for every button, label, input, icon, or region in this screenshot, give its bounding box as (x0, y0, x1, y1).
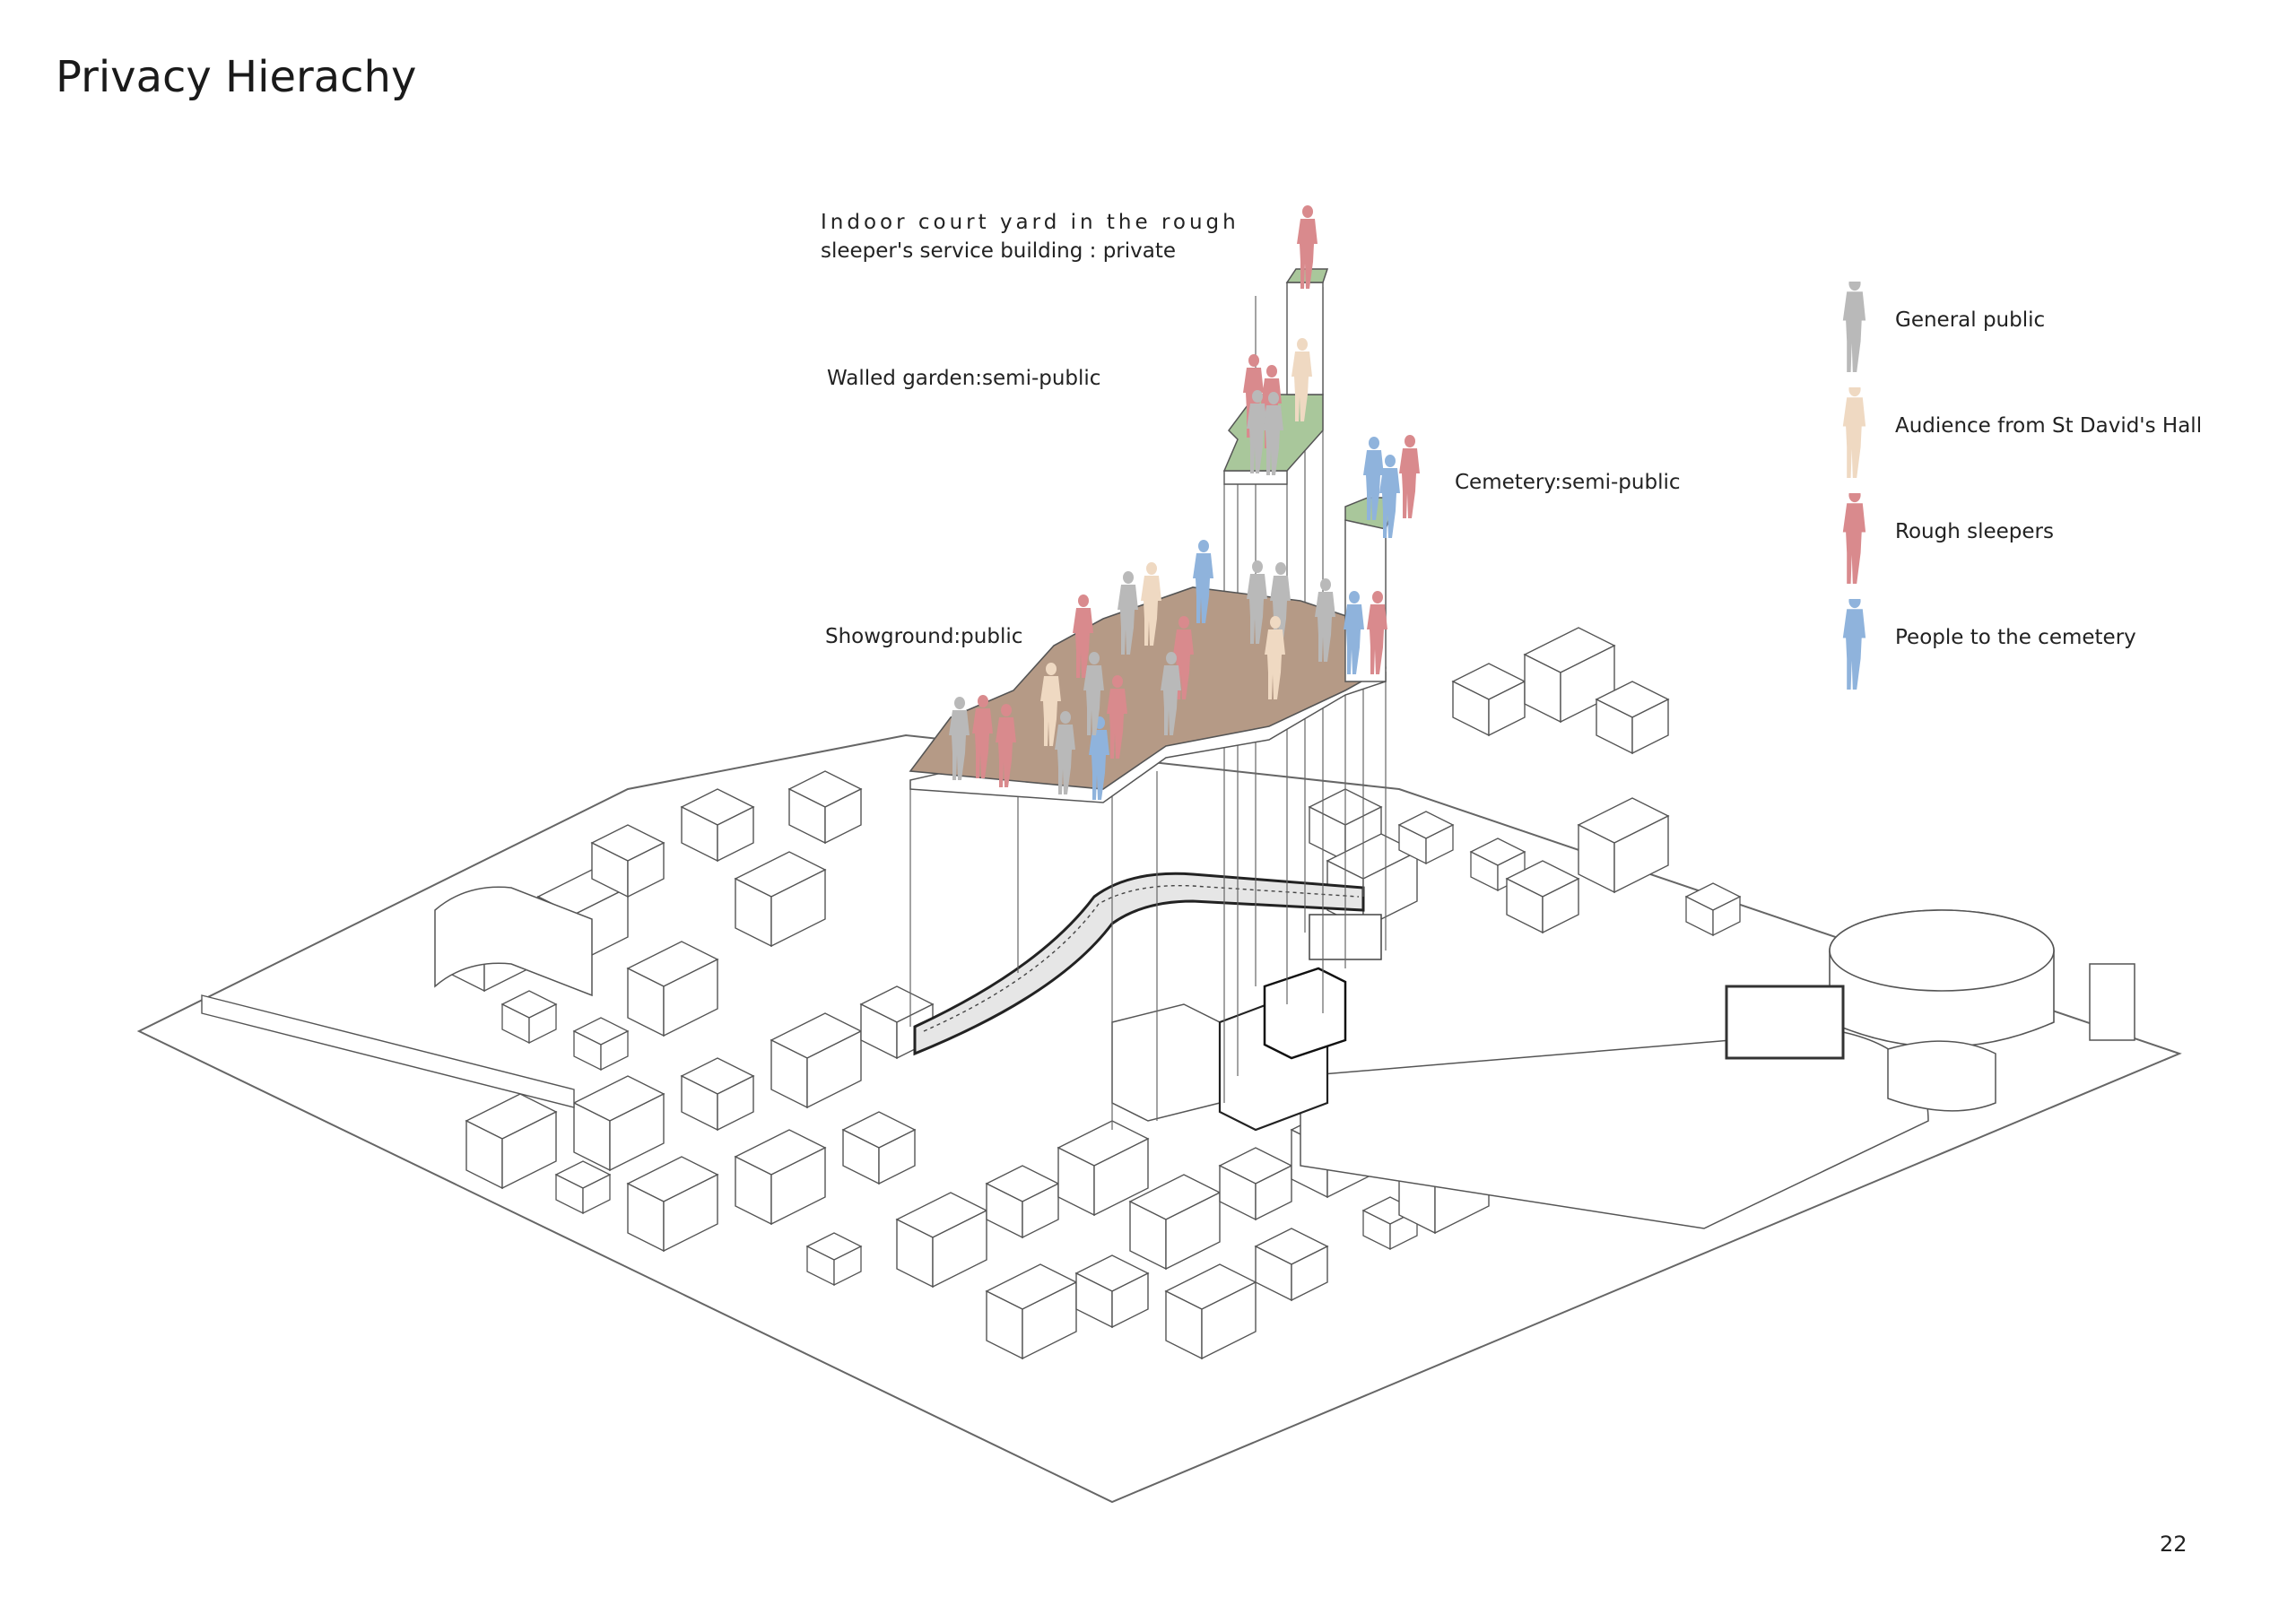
left-wall (201, 994, 575, 1108)
person-beige-icon (1842, 387, 1866, 478)
elevated-walkway (913, 872, 1365, 1056)
left-curved-building (434, 886, 593, 997)
label-indoor-courtyard-line2: sleeper's service building : private (821, 239, 1177, 263)
label-walled-garden: Walled garden:semi-public (827, 367, 1101, 390)
person-blue-icon (1842, 599, 1866, 690)
legend-label-general-public: General public (1895, 308, 2046, 332)
legend-label-cemetery-visitors: People to the cemetery (1895, 626, 2136, 649)
legend-label-rough-sleepers: Rough sleepers (1895, 520, 2054, 543)
page-title: Privacy Hierachy (56, 52, 417, 102)
person-red-icon (1842, 493, 1866, 584)
page-number: 22 (2160, 1532, 2187, 1557)
showground-platform (909, 586, 1387, 790)
legend-label-audience: Audience from St David's Hall (1895, 414, 2203, 438)
label-cemetery: Cemetery:semi-public (1455, 471, 1681, 494)
person-gray-icon (1842, 282, 1866, 372)
label-showground: Showground:public (825, 625, 1023, 648)
label-indoor-courtyard-line1: Indoor court yard in the rough (821, 211, 1239, 234)
